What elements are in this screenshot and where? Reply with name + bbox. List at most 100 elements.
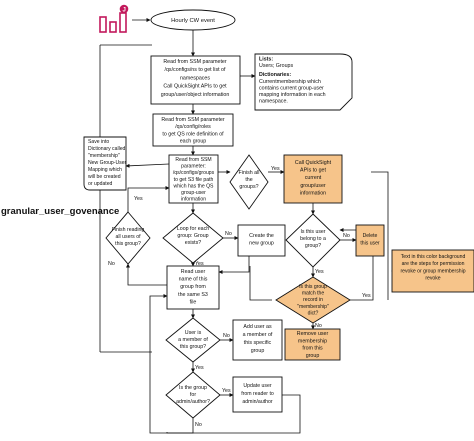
lists-title: Lists: — [259, 57, 273, 63]
label-no: No — [315, 323, 322, 329]
branch-labels: Yes No Yes Yes No No Yes Yes No No Yes Y… — [108, 166, 371, 428]
arrow-read-users-to-finish-users — [126, 263, 167, 286]
text-line: /qs/configs/ns to get list of — [165, 67, 226, 73]
label-no: No — [195, 422, 202, 428]
text-line: to get S3 file path — [174, 177, 214, 183]
text-line: "membership" — [297, 304, 329, 310]
text-line: the — [245, 177, 252, 183]
text-line: "membership" — [88, 153, 120, 159]
text-line: group from — [180, 284, 206, 290]
label-yes: Yes — [362, 293, 371, 299]
arrow-group-match-side — [249, 266, 272, 301]
text-line: file — [190, 299, 197, 305]
svg-text:Users; Groups: Users; Groups — [259, 63, 293, 69]
label-yes: Yes — [195, 261, 204, 267]
text-line: group-user — [181, 190, 206, 196]
label-no: No — [343, 233, 350, 239]
svg-text:Hourly CW event: Hourly CW event — [171, 18, 215, 24]
text-line: Mapping which — [88, 167, 122, 173]
text-line: information — [300, 190, 326, 196]
text-line: group: Group — [177, 233, 208, 239]
text-line: namespace. — [259, 99, 288, 105]
text-line: group — [306, 353, 320, 359]
text-line: admin/author — [242, 399, 273, 405]
text-line: will be created — [88, 174, 121, 180]
label-yes: Yes — [134, 196, 143, 202]
text-line: contains current group-user — [259, 86, 324, 92]
svg-text:Read from SSM parameter/qs/con: Read from SSM parameter/qs/config/rolest… — [161, 117, 225, 145]
text-line: Is this group — [299, 284, 327, 290]
arrow-finish-users-yes — [127, 186, 170, 212]
label-yes: Yes — [222, 388, 231, 394]
text-line: Currentmembership which — [259, 79, 321, 85]
text-line: all users of — [115, 234, 141, 240]
text-line: Read from SSM parameter — [163, 59, 227, 65]
start-event: Hourly CW event — [150, 9, 236, 31]
text-line: group — [251, 348, 265, 354]
diagram-title: granular_user_govenance — [1, 206, 119, 217]
text-line: group? — [305, 243, 321, 249]
text-line: to get QS role definition of — [162, 131, 224, 137]
text-line: User is — [185, 330, 202, 336]
label-no: No — [225, 231, 232, 237]
text-line: membership — [298, 338, 327, 344]
text-line: Users; Groups — [259, 63, 293, 69]
text-line: Loop for each — [177, 226, 209, 232]
text-line: belong to a — [300, 236, 326, 242]
text-line: Hourly CW event — [171, 18, 215, 24]
text-line: Save into — [88, 139, 109, 145]
text-line: name of this — [179, 277, 208, 283]
text-line: APIs to get — [300, 168, 326, 174]
text-line: each group — [180, 139, 207, 145]
text-line: match the — [302, 291, 325, 297]
cloudwatch-icon: J — [99, 4, 129, 33]
text-line: from reader to — [241, 391, 274, 397]
text-line: Finish all — [239, 170, 260, 176]
text-line: a member of — [178, 337, 208, 343]
text-line: Delete — [363, 233, 378, 239]
label-no: No — [223, 333, 230, 339]
svg-text:J: J — [123, 8, 126, 14]
text-line: Read user — [181, 269, 206, 275]
text-line: current — [305, 175, 322, 181]
text-line: this group? — [115, 241, 141, 247]
label-yes: Yes — [315, 269, 324, 275]
text-line: a member of — [243, 332, 273, 338]
text-line: this specific — [244, 340, 272, 346]
text-line: Read from SSM parameter — [161, 117, 225, 123]
text-line: Dictionary called — [88, 146, 126, 152]
text-line: Call QuickSight APIs to get — [163, 84, 227, 90]
step-read-namespaces: Read from SSM parameter/qs/configs/ns to… — [150, 55, 241, 105]
text-line: Call QuickSight — [295, 160, 332, 166]
arrow-to-save-note — [125, 163, 170, 168]
text-line: groups? — [239, 184, 258, 190]
text-line: revoke — [425, 276, 440, 282]
